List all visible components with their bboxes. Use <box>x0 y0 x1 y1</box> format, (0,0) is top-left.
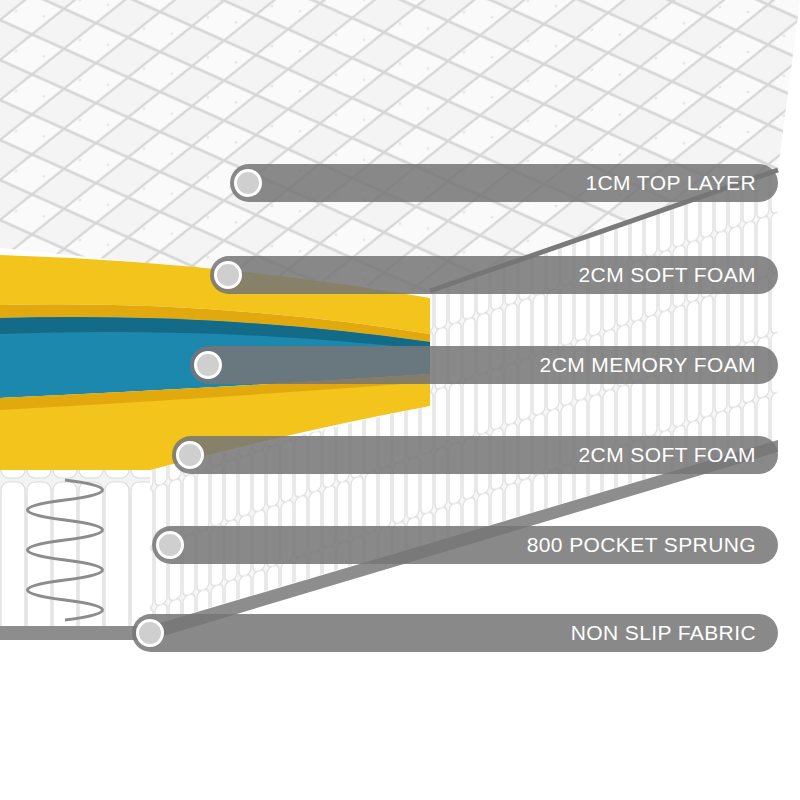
marker-dot <box>136 619 164 647</box>
layer-label: NON SLIP FABRIC <box>571 621 756 645</box>
label-band: 1CM TOP LAYER <box>230 164 778 202</box>
marker-dot <box>194 351 222 379</box>
label-band: 800 POCKET SPRUNG <box>152 526 778 564</box>
layer-label: 2CM MEMORY FOAM <box>540 353 756 377</box>
label-band: 2CM SOFT FOAM <box>172 436 778 474</box>
layer-label: 1CM TOP LAYER <box>585 171 756 195</box>
label-band: 2CM SOFT FOAM <box>210 256 778 294</box>
marker-dot <box>234 169 262 197</box>
marker-dot <box>156 531 184 559</box>
label-band: NON SLIP FABRIC <box>132 614 778 652</box>
layer-label: 2CM SOFT FOAM <box>579 443 757 467</box>
label-band: 2CM MEMORY FOAM <box>190 346 778 384</box>
marker-dot <box>176 441 204 469</box>
spring-coil <box>28 480 103 620</box>
spring-cutaway <box>0 470 150 628</box>
layer-label: 800 POCKET SPRUNG <box>527 533 756 557</box>
marker-dot <box>214 261 242 289</box>
layer-label: 2CM SOFT FOAM <box>579 263 757 287</box>
